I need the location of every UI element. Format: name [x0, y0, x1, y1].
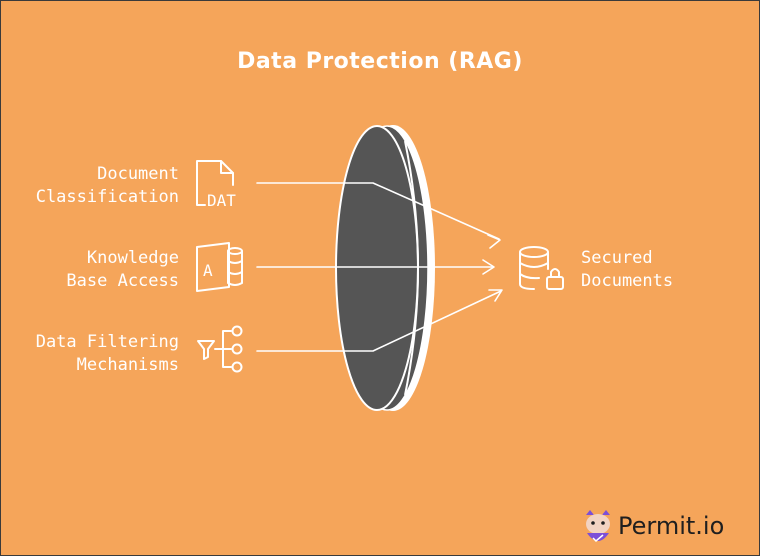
input-label-data-filtering-line2: Mechanisms — [77, 355, 179, 375]
secured-database-icon — [519, 246, 564, 290]
input-label-document-classification-line2: Classification — [36, 187, 179, 207]
input-label-knowledge-base-line1: Knowledge — [87, 248, 179, 268]
knowledge-base-icon: A — [196, 242, 243, 292]
arrowhead-top — [487, 234, 501, 249]
knowledge-base-icon-text: A — [203, 261, 213, 280]
input-label-knowledge-base-line2: Base Access — [66, 271, 179, 291]
input-label-document-classification-line1: Document — [97, 164, 179, 184]
document-dat-icon: DAT — [196, 160, 236, 210]
brand-name: Permit.io — [618, 512, 724, 540]
arrowhead-bottom — [488, 289, 503, 302]
diagram-title: Data Protection (RAG) — [237, 49, 523, 74]
input-label-data-filtering-line1: Data Filtering — [36, 332, 179, 352]
output-label-line1: Secured — [581, 248, 653, 268]
arrow-from-data-filtering — [256, 290, 502, 352]
lens-filter — [335, 125, 435, 411]
document-icon-text: DAT — [207, 191, 236, 210]
arrow-from-document-classification — [256, 182, 500, 240]
flow-arrows — [256, 182, 503, 352]
arrowhead-middle — [482, 259, 495, 275]
filter-flow-icon — [197, 325, 243, 373]
output-label-line2: Documents — [581, 271, 673, 291]
permit-mascot-icon — [586, 510, 610, 543]
